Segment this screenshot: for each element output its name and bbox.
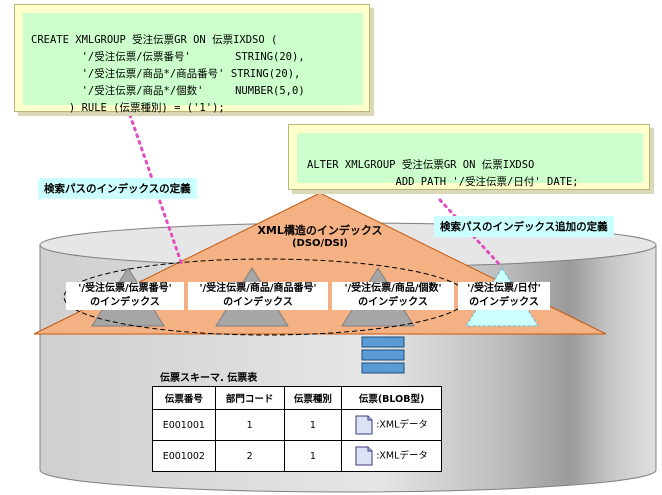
document-icon xyxy=(355,446,373,466)
path-index-suffix: のインデックス xyxy=(358,297,428,308)
blob-value: :XMLデータ xyxy=(376,450,428,462)
path-index-label-order-no: '/受注伝票/伝票番号' のインデックス xyxy=(66,282,184,310)
cell-department-code: 2 xyxy=(214,440,285,472)
cell-slip-blob: :XMLデータ xyxy=(341,440,442,472)
structure-index-title: XML構造のインデックス xyxy=(257,224,383,237)
table-header-row: 伝票番号 部門コード 伝票種別 伝票(BLOB型) xyxy=(152,386,442,410)
path-index-path: '/受注伝票/日付' xyxy=(467,283,541,294)
create-line-4: '/受注伝票/商品*/個数' NUMBER(5,0) xyxy=(31,85,305,97)
alter-statement-code: ALTER XMLGROUP 受注伝票GR ON 伝票IXDSO ADD PAT… xyxy=(297,133,643,188)
path-index-label-date: '/受注伝票/日付' のインデックス xyxy=(458,282,550,310)
cell-slip-number: E001001 xyxy=(152,409,216,441)
alter-line-2: ADD PATH '/受注伝票/日付' DATE; xyxy=(307,176,579,188)
document-icon xyxy=(355,415,373,435)
table-row: E001002 2 1 :XMLデータ xyxy=(152,440,442,472)
storage-block xyxy=(361,349,405,361)
path-index-label-item-no: '/受注伝票/商品/商品番号' のインデックス xyxy=(188,282,328,310)
blob-value: :XMLデータ xyxy=(376,419,428,431)
cell-slip-blob: :XMLデータ xyxy=(341,409,442,441)
header-department-code: 部門コード xyxy=(214,386,285,410)
slip-table: 伝票番号 部門コード 伝票種別 伝票(BLOB型) E001001 1 1 :X… xyxy=(152,386,442,472)
create-line-5: ) RULE (伝票種別) = ('1'); xyxy=(31,102,225,114)
storage-block xyxy=(361,362,405,374)
storage-block xyxy=(361,336,405,348)
cell-slip-number: E001002 xyxy=(152,440,216,472)
header-slip-type: 伝票種別 xyxy=(283,386,343,410)
path-index-suffix: のインデックス xyxy=(90,297,160,308)
create-statement-box: CREATE XMLGROUP 受注伝票GR ON 伝票IXDSO ( '/受注… xyxy=(14,4,370,114)
path-index-suffix: のインデックス xyxy=(223,297,293,308)
cell-department-code: 1 xyxy=(214,409,285,441)
create-line-2: '/受注伝票/伝票番号' STRING(20), xyxy=(31,51,305,63)
structure-index-subtitle: (DSO/DSI) xyxy=(291,238,349,249)
header-slip-number: 伝票番号 xyxy=(152,386,216,410)
cell-slip-type: 1 xyxy=(283,409,343,441)
path-index-path: '/受注伝票/商品/個数' xyxy=(344,283,442,294)
callout-index-add-definition: 検索パスのインデックス追加の定義 xyxy=(434,216,614,237)
alter-statement-box: ALTER XMLGROUP 受注伝票GR ON 伝票IXDSO ADD PAT… xyxy=(288,124,650,190)
callout-index-definition: 検索パスのインデックスの定義 xyxy=(38,178,197,199)
cell-slip-type: 1 xyxy=(283,440,343,472)
header-slip-blob: 伝票(BLOB型) xyxy=(341,386,442,410)
create-line-3: '/受注伝票/商品*/商品番号' STRING(20), xyxy=(31,68,301,80)
table-caption: 伝票スキーマ. 伝票表 xyxy=(160,373,258,384)
structure-index-label: XML構造のインデックス (DSO/DSI) xyxy=(240,222,400,249)
path-index-suffix: のインデックス xyxy=(469,297,539,308)
alter-line-1: ALTER XMLGROUP 受注伝票GR ON 伝票IXDSO xyxy=(307,159,535,171)
path-index-path: '/受注伝票/伝票番号' xyxy=(78,283,172,294)
create-line-1: CREATE XMLGROUP 受注伝票GR ON 伝票IXDSO ( xyxy=(31,34,278,46)
path-index-path: '/受注伝票/商品/商品番号' xyxy=(199,283,317,294)
create-statement-code: CREATE XMLGROUP 受注伝票GR ON 伝票IXDSO ( '/受注… xyxy=(23,13,363,114)
table-row: E001001 1 1 :XMLデータ xyxy=(152,409,442,441)
path-index-label-quantity: '/受注伝票/商品/個数' のインデックス xyxy=(332,282,454,310)
